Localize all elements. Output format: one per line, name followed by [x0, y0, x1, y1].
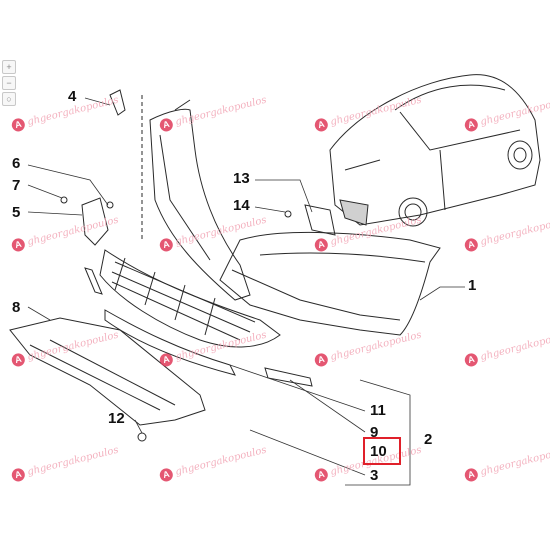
- callout-10-highlight: [363, 437, 401, 465]
- callout-1[interactable]: 1: [468, 277, 477, 294]
- callout-10[interactable]: 10: [370, 443, 387, 460]
- callout-13[interactable]: 13: [233, 170, 250, 187]
- part-14-screw: [284, 210, 292, 218]
- callout-8[interactable]: 8: [12, 299, 21, 316]
- car-illustration: [329, 74, 541, 227]
- zoom-out-icon[interactable]: −: [2, 76, 16, 90]
- callout-4[interactable]: 4: [68, 88, 77, 105]
- part-7-screw: [60, 196, 68, 204]
- zoom-toolbar: + − ○: [2, 60, 16, 106]
- callout-9[interactable]: 9: [370, 424, 379, 441]
- zoom-in-icon[interactable]: +: [2, 60, 16, 74]
- callout-6[interactable]: 6: [12, 155, 21, 172]
- callout-5[interactable]: 5: [12, 204, 21, 221]
- part-5-bracket: [81, 197, 109, 246]
- trim-strip: [264, 367, 313, 387]
- callout-11[interactable]: 11: [370, 402, 386, 419]
- undertray: [9, 317, 206, 426]
- lower-trim: [104, 309, 236, 376]
- bumper-beam: [149, 99, 251, 301]
- callout-14[interactable]: 14: [233, 197, 250, 214]
- part-4-bracket: [109, 89, 126, 116]
- part-12-screw: [137, 432, 147, 442]
- bumper-cover: [219, 231, 441, 336]
- callout-2[interactable]: 2: [424, 431, 433, 448]
- part-13-bracket: [304, 204, 336, 236]
- callout-7[interactable]: 7: [12, 177, 21, 194]
- callout-12[interactable]: 12: [108, 410, 125, 427]
- reset-zoom-icon[interactable]: ○: [2, 92, 16, 106]
- leader-lines: [27, 97, 465, 486]
- side-trim: [84, 267, 103, 295]
- grille: [99, 249, 281, 348]
- callout-3[interactable]: 3: [370, 467, 379, 484]
- part-6-clip: [106, 201, 114, 209]
